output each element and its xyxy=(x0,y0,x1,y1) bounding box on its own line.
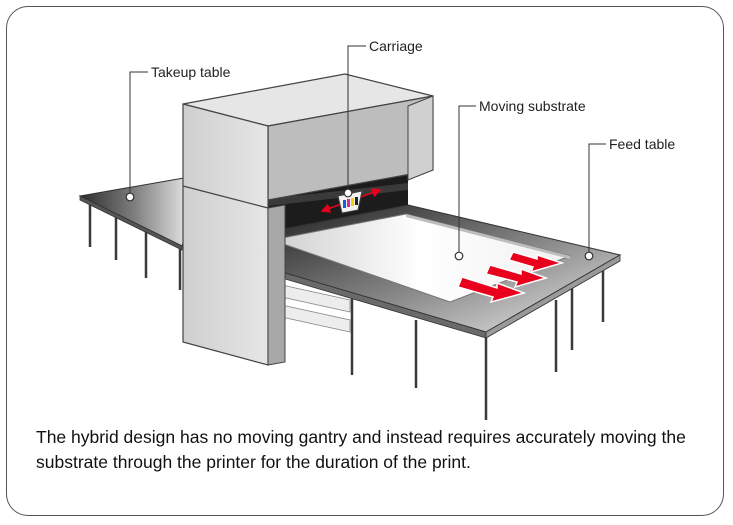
moving-substrate xyxy=(270,213,572,303)
carriage xyxy=(320,188,382,214)
takeup-table-marker xyxy=(125,192,135,202)
takeup-table xyxy=(78,177,185,251)
gantry xyxy=(182,73,434,366)
feed-table-marker xyxy=(584,251,594,261)
feed-direction-arrows xyxy=(456,251,565,304)
carriage-label: Carriage xyxy=(369,38,423,54)
feed-table-legs xyxy=(350,268,605,420)
figure-caption: The hybrid design has no moving gantry a… xyxy=(36,427,686,472)
moving-substrate-marker xyxy=(454,251,464,261)
figure-frame xyxy=(6,6,724,516)
takeup-table-label: Takeup table xyxy=(151,64,231,80)
carriage-marker xyxy=(343,188,353,198)
callouts xyxy=(129,45,606,256)
moving-substrate-label: Moving substrate xyxy=(479,98,586,114)
feed-table-label: Feed table xyxy=(609,136,675,152)
